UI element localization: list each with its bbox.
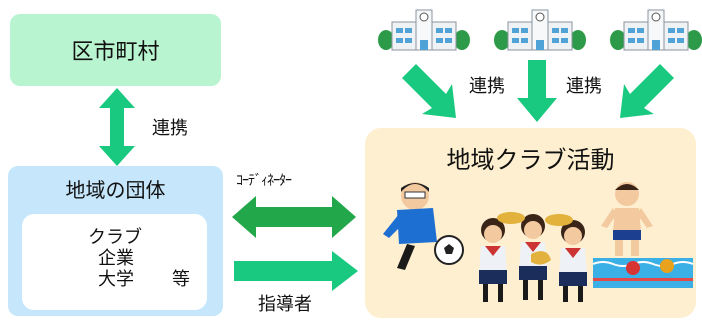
school-arrow-center bbox=[517, 60, 557, 122]
club-activity-title: 地域クラブ活動 bbox=[446, 146, 615, 174]
instructor-label: 指導者 bbox=[258, 294, 312, 315]
soccer-player-icon bbox=[383, 182, 464, 270]
brass-band-icon bbox=[479, 212, 587, 302]
school-icon bbox=[610, 9, 702, 51]
municipality-box: 区市町村 bbox=[10, 14, 221, 86]
coordinator-label: ｺｰﾃﾞｨﾈｰﾀｰ bbox=[236, 173, 292, 189]
member-club: クラブ bbox=[88, 227, 142, 248]
member-etc: 等 bbox=[172, 269, 190, 290]
school-icon bbox=[494, 9, 586, 51]
member-company: 企業 bbox=[98, 248, 134, 269]
municipality-group-link-label: 連携 bbox=[152, 118, 188, 139]
school-arrow-right bbox=[620, 64, 674, 118]
swimmer-icon bbox=[592, 182, 694, 288]
municipality-group-arrow bbox=[99, 88, 135, 166]
school-link-label-left: 連携 bbox=[469, 76, 505, 97]
member-university: 大学 bbox=[98, 269, 134, 290]
local-group-box: 地域の団体 クラブ 企業 大学 等 bbox=[8, 166, 223, 316]
instructor-arrow bbox=[234, 251, 358, 291]
municipality-label: 区市町村 bbox=[71, 40, 160, 65]
school-arrow-left bbox=[402, 64, 456, 118]
local-group-title: 地域の団体 bbox=[65, 178, 166, 202]
coordinator-arrow bbox=[232, 196, 356, 238]
school-icon bbox=[378, 9, 470, 51]
club-activity-box: 地域クラブ活動 bbox=[365, 128, 696, 318]
member-list: クラブ 企業 大学 等 bbox=[22, 214, 207, 310]
school-link-label-right: 連携 bbox=[566, 76, 602, 97]
